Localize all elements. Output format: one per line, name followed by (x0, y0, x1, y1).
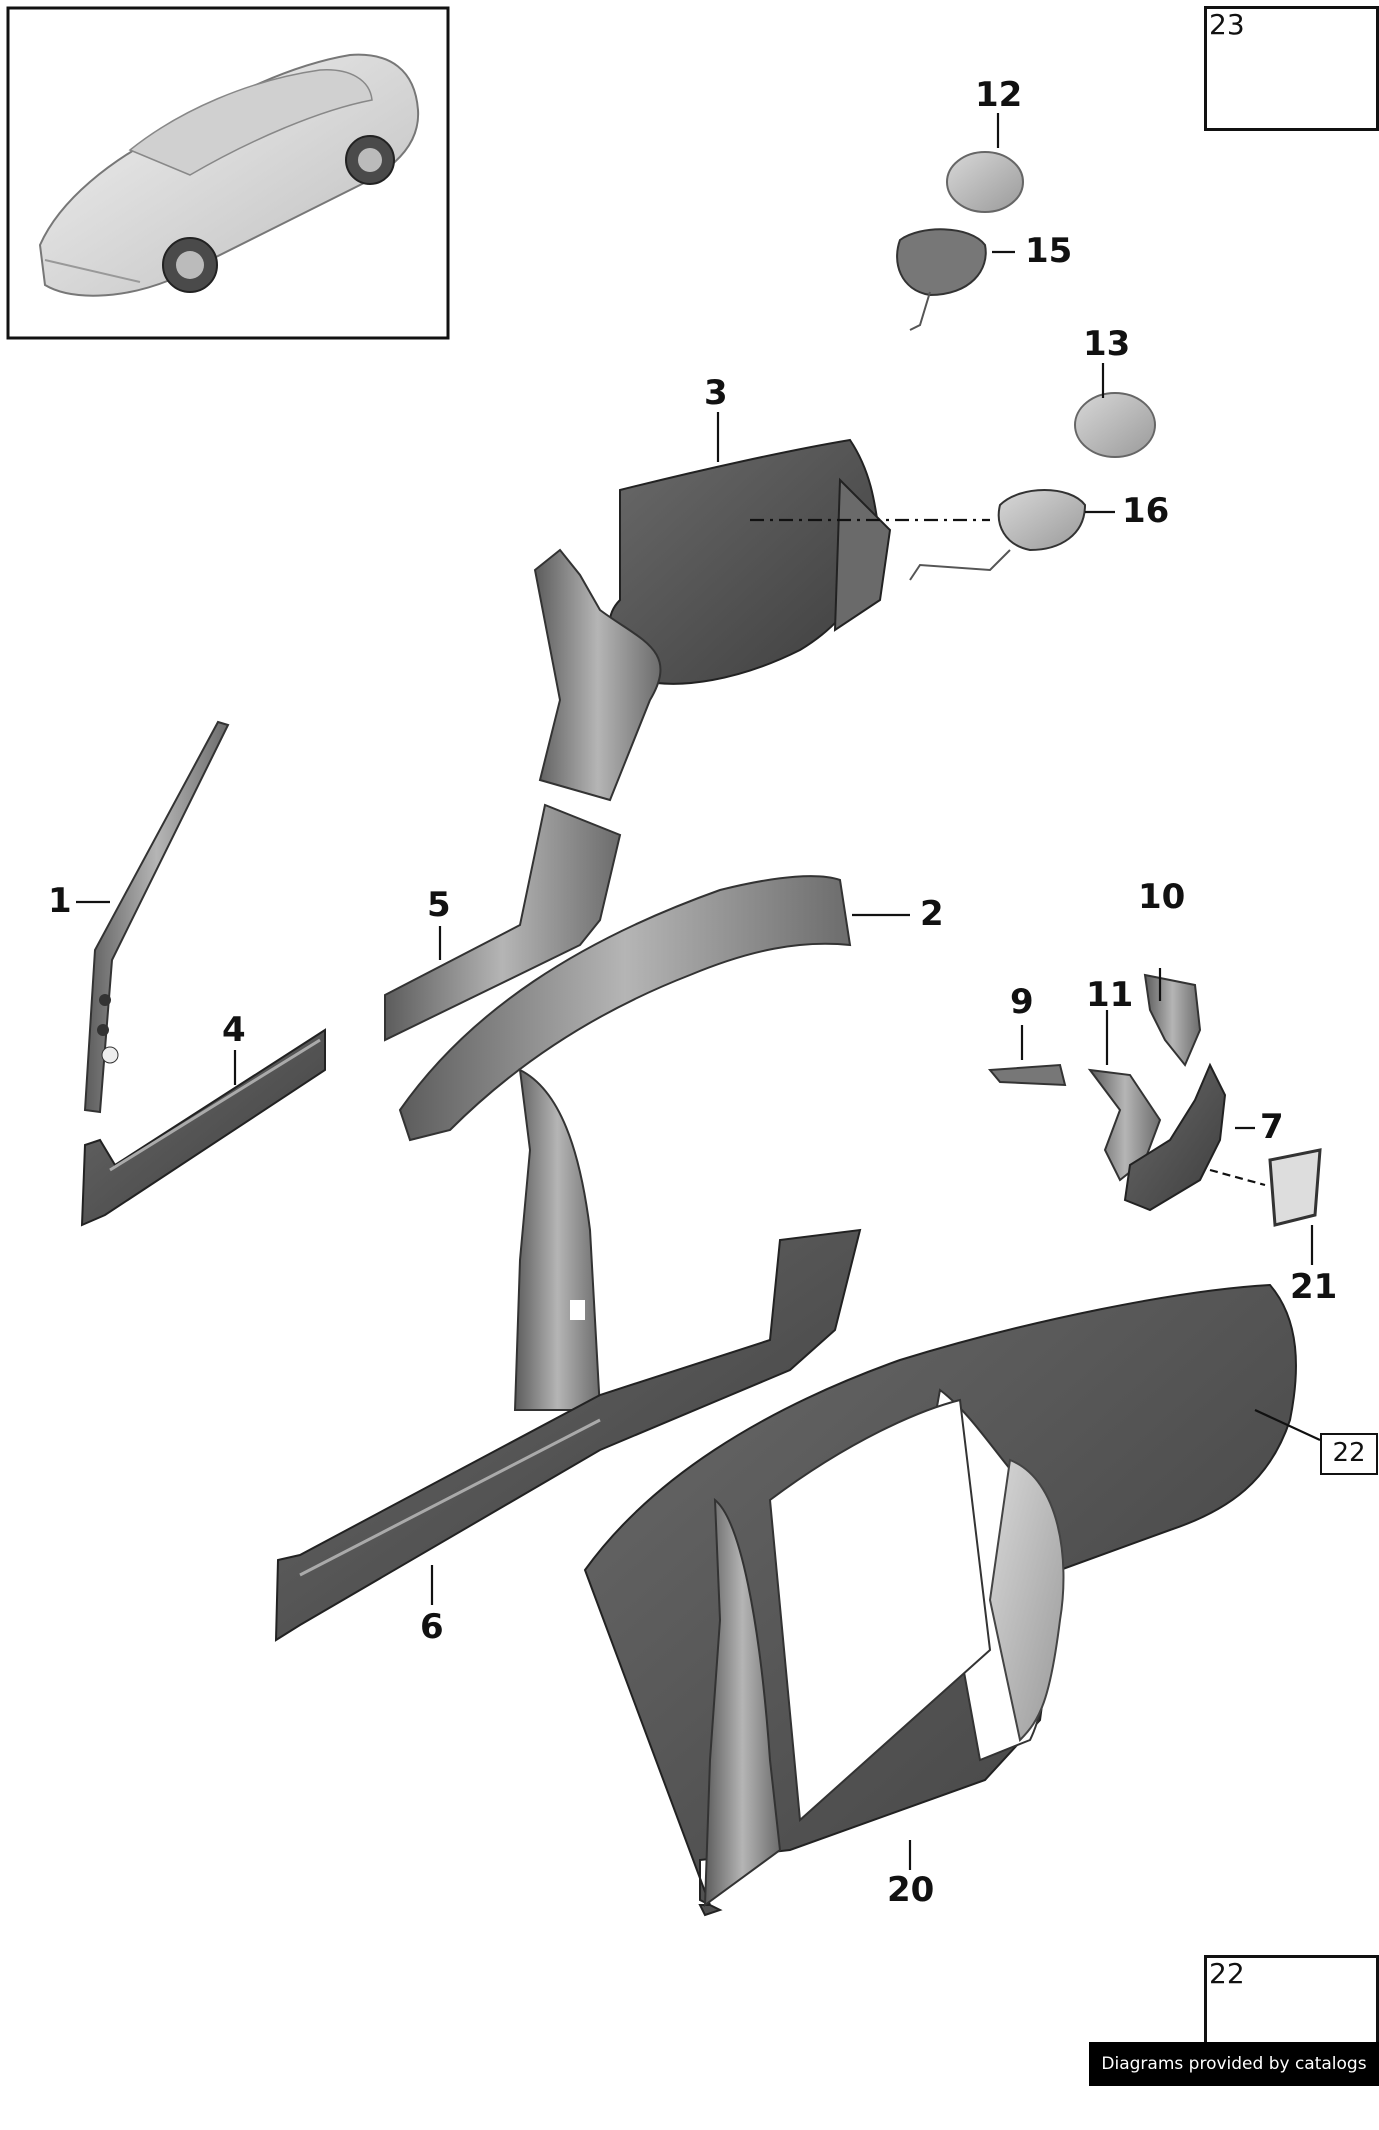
part-2-roof-side-frame (398, 875, 852, 1411)
part-13-charge-flap (1074, 392, 1156, 458)
part-3-rear-quarter-panel (533, 438, 892, 802)
inset-box-top-right: 23 (1204, 6, 1379, 131)
callout-1: 1 (48, 881, 72, 921)
part-16-charge-port-housing (909, 489, 1087, 581)
callout-16: 16 (1122, 491, 1170, 531)
callout-12: 12 (975, 75, 1023, 115)
callout-7: 7 (1260, 1107, 1284, 1147)
callout-4: 4 (222, 1010, 246, 1050)
callout-6: 6 (420, 1607, 444, 1647)
part-6-side-sill (274, 1228, 862, 1642)
callout-13: 13 (1083, 324, 1131, 364)
parts-diagram: 23 22 1 2 3 4 5 6 7 9 10 11 12 13 15 16 … (6, 6, 1379, 2118)
callout-9: 9 (1010, 982, 1034, 1022)
leader-lines (76, 113, 1321, 1870)
part-1-a-pillar (83, 720, 230, 1114)
part-7-wheel-arch-reinforcement (1123, 1062, 1227, 1212)
vehicle-overview-inset (6, 6, 450, 340)
callout-2: 2 (920, 894, 944, 934)
callout-10: 10 (1138, 877, 1186, 917)
inset-label-23: 23 (1209, 8, 1245, 41)
part-5-pillar-reinforcement (384, 803, 622, 1042)
callout-15: 15 (1025, 231, 1073, 271)
part-12-fuel-flap (946, 151, 1024, 213)
callout-5: 5 (427, 885, 451, 925)
exploded-view-drawing (6, 6, 1373, 2066)
callout-3: 3 (704, 373, 728, 413)
callout-20: 20 (887, 1870, 935, 1910)
callout-21: 21 (1290, 1267, 1338, 1307)
part-10-bracket (1143, 973, 1202, 1067)
inset-box-bottom-right: 22 (1204, 1955, 1379, 2045)
part-9-bracket (987, 1063, 1067, 1087)
part-21-cover-plate (1268, 1148, 1322, 1227)
part-4-sill (80, 1028, 326, 1227)
part-20-side-panel-assembly (583, 1283, 1297, 1917)
callout-11: 11 (1086, 975, 1134, 1015)
inset-label-22: 22 (1209, 1957, 1245, 1990)
boxed-callout-22: 22 (1320, 1433, 1378, 1475)
part-15-fuel-filler-housing (896, 228, 987, 331)
watermark-banner: Diagrams provided by catalogs parts (1089, 2042, 1379, 2118)
